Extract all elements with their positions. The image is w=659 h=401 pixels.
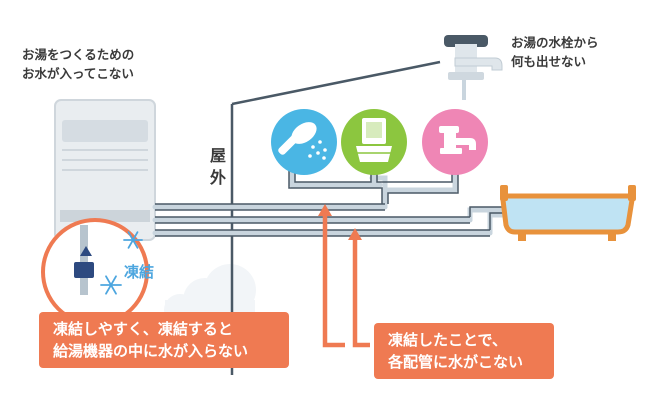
faucet-note-line1: お湯の水栓から xyxy=(511,35,599,50)
frozen-label: 凍結 xyxy=(124,263,155,281)
callout-pipes: 凍結したことで、 各配管に水がこない xyxy=(374,323,554,379)
outdoor-char1: 屋 xyxy=(209,146,226,165)
faucet-note-line2: 何も出せない xyxy=(511,54,587,69)
callout-heater-line2: 給湯機器の中に水が入らない xyxy=(53,342,249,360)
pipe-outlines xyxy=(155,160,505,237)
heater-note-line1: お湯をつくるための xyxy=(22,47,135,62)
faucet-icon xyxy=(422,109,488,175)
faucet-note: お湯の水栓から 何も出せない xyxy=(511,33,599,71)
heater-note-line2: お水が入ってこない xyxy=(22,66,134,81)
callout-heater: 凍結しやすく、凍結すると 給湯機器の中に水が入らない xyxy=(39,312,289,368)
outdoor-char2: 外 xyxy=(209,168,226,187)
bathtub-icon xyxy=(500,185,636,241)
flow-arrows xyxy=(322,214,370,348)
water-heater-icon xyxy=(54,99,156,241)
arrow-heads xyxy=(318,204,362,240)
frozen-pipe-zoom xyxy=(41,218,149,326)
heater-note: お湯をつくるための お水が入ってこない xyxy=(22,45,134,83)
shower-icon xyxy=(271,109,337,175)
callout-pipes-line2: 各配管に水がこない xyxy=(388,353,524,371)
callout-heater-line1: 凍結しやすく、凍結すると xyxy=(53,320,233,338)
snowflake-icon xyxy=(100,231,143,295)
callout-pipes-line1: 凍結したことで、 xyxy=(388,331,507,349)
toilet-icon xyxy=(341,109,407,175)
faucet-icon xyxy=(444,35,503,100)
outdoor-label: 屋 外 xyxy=(208,145,228,189)
